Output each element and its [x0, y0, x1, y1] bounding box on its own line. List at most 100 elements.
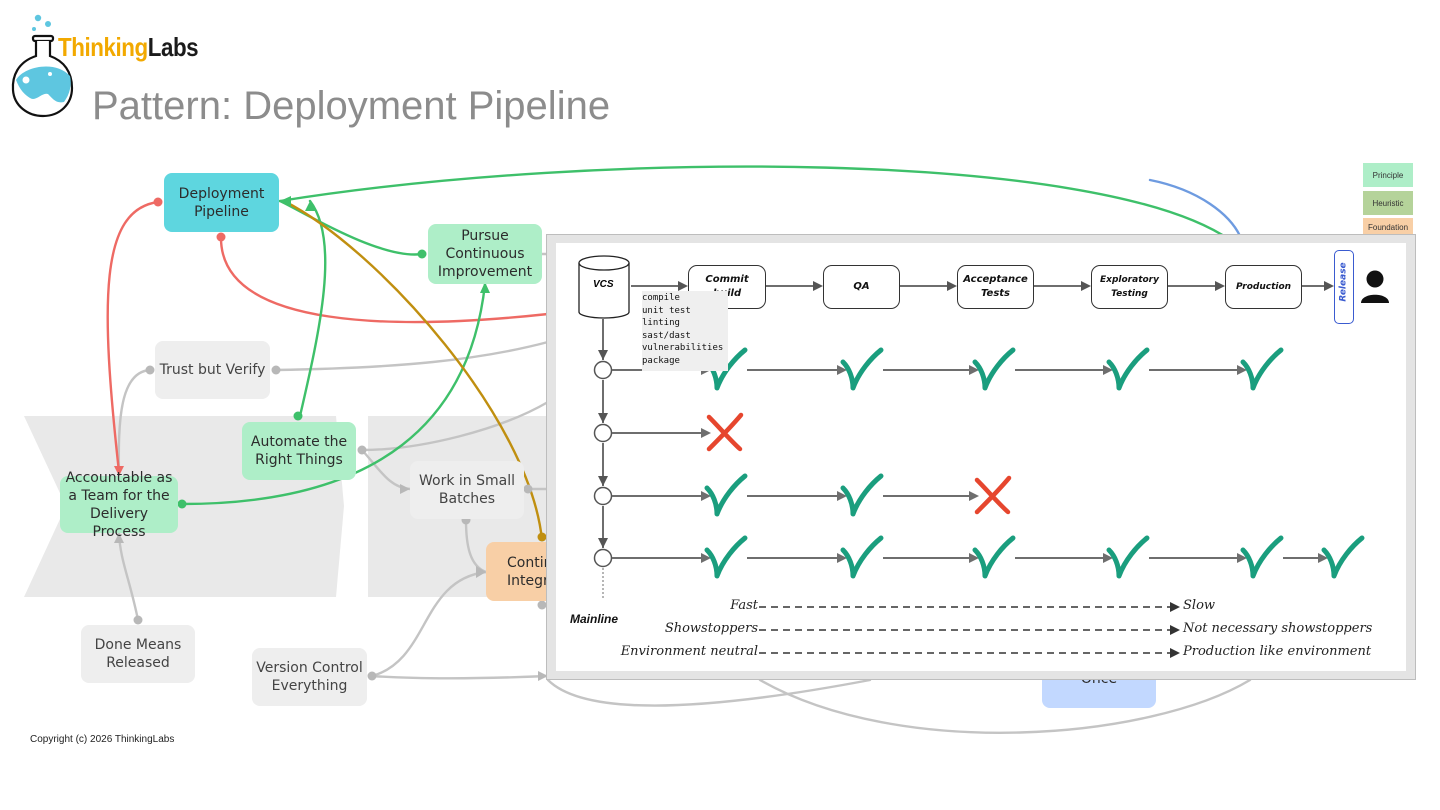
pass-check-icon	[704, 535, 748, 579]
brand-name-part2: Labs	[147, 32, 199, 62]
vcs-cylinder-icon	[578, 255, 630, 319]
pass-check-icon	[1106, 347, 1150, 391]
legend-label: Foundation	[1367, 223, 1409, 232]
node-trust-but-verify[interactable]: Trust but Verify	[155, 341, 270, 399]
pass-check-icon	[840, 473, 884, 517]
stage-label: Acceptance Tests	[963, 274, 1028, 299]
legend-principle: Principle	[1363, 163, 1413, 187]
stage-label: Production	[1235, 282, 1292, 292]
edge-gray	[274, 340, 550, 372]
commit-step: unit test	[642, 305, 691, 316]
node-automate-right-things[interactable]: Automate the Right Things	[242, 422, 356, 480]
legend-label: Heuristic	[1372, 198, 1404, 208]
node-label: Done Means Released	[94, 637, 182, 671]
stage-label: Exploratory Testing	[1100, 275, 1159, 299]
spectrum-right-label: Slow	[1183, 598, 1216, 613]
node-label: Trust but Verify	[159, 362, 266, 378]
spectrum-left-label: Fast	[730, 598, 758, 613]
run-arrowhead	[837, 365, 847, 375]
edge-green	[180, 282, 487, 506]
edge-red	[106, 200, 160, 474]
pass-check-icon	[704, 473, 748, 517]
edge-green	[278, 165, 1232, 242]
commit-step: linting	[642, 318, 680, 329]
run-arrowhead	[701, 491, 711, 501]
commit-steps-list: compile unit test linting sast/dast vuln…	[642, 291, 728, 371]
node-continuous-integration[interactable]: Contin Integr	[486, 542, 556, 601]
run-arrowhead	[969, 553, 979, 563]
commit-step: compile	[642, 293, 680, 303]
user-icon	[1361, 270, 1389, 303]
spectrum-left-label: Environment neutral	[620, 644, 758, 659]
edge-green	[298, 199, 327, 418]
edge-blue	[1148, 178, 1242, 238]
edge-green	[278, 199, 424, 256]
run-arrowhead	[1103, 553, 1113, 563]
node-label: Accountable as a Team for the Delivery P…	[65, 469, 173, 540]
node-work-small-batches[interactable]: Work in Small Batches	[410, 461, 524, 519]
run-arrowhead	[837, 553, 847, 563]
edge-red	[219, 236, 550, 324]
stage-production: Production	[1225, 265, 1302, 309]
node-label: Work in Small Batches	[419, 473, 515, 507]
node-pursue-continuous-improvement[interactable]: Pursue Continuous Improvement	[428, 224, 542, 284]
pass-check-icon	[972, 347, 1016, 391]
node-version-control-everything[interactable]: Version Control Everything	[252, 648, 367, 706]
node-label: Pursue Continuous Improvement	[437, 228, 533, 280]
run-arrowhead	[969, 365, 979, 375]
node-done-means-released[interactable]: Done Means Released	[81, 625, 195, 683]
fail-cross-icon	[974, 475, 1012, 515]
legend-label: Principle	[1372, 170, 1404, 180]
node-label: Version Control Everything	[256, 660, 363, 694]
spectrum-arrowhead	[1170, 648, 1180, 658]
node-label: Deployment Pipeline	[178, 185, 265, 220]
pass-check-icon	[1240, 347, 1284, 391]
mainline-label: Mainline	[570, 612, 619, 626]
pass-check-icon	[972, 535, 1016, 579]
node-accountable-team[interactable]: Accountable as a Team for the Delivery P…	[60, 470, 178, 540]
pass-check-icon	[1240, 535, 1284, 579]
node-deployment-pipeline[interactable]: Deployment Pipeline	[164, 173, 279, 232]
legend-foundation: Foundation	[1363, 218, 1413, 234]
commit-step: package	[642, 355, 680, 366]
logo-flask-icon	[11, 14, 74, 118]
run-arrowhead	[1318, 553, 1328, 563]
edge-gray	[117, 368, 152, 478]
edge-gray	[546, 678, 872, 707]
stage-label: QA	[853, 281, 870, 292]
spectrum-arrowhead	[1170, 602, 1180, 612]
release-label: Release	[1339, 262, 1349, 302]
legend-heuristic: Heuristic	[1363, 191, 1413, 215]
pass-check-icon	[840, 535, 884, 579]
spectrum-right-label: Not necessary showstoppers	[1183, 621, 1373, 636]
edge-gray	[758, 678, 1252, 734]
commit-step: sast/dast	[642, 330, 691, 341]
run-arrowhead	[969, 491, 979, 501]
edge-gray	[370, 674, 550, 680]
spectrum-right-label: Production like environment	[1183, 644, 1372, 659]
fail-cross-icon	[706, 412, 744, 452]
edge-gray	[360, 400, 550, 452]
brand-name-part1: Thinking	[58, 32, 148, 62]
commit-step: vulnerabilities	[642, 343, 724, 354]
pass-check-icon	[1106, 535, 1150, 579]
vcs-label: VCS	[593, 279, 614, 290]
run-arrowhead	[1237, 365, 1247, 375]
stage-release: Release	[1334, 250, 1354, 324]
pipeline-runs	[612, 347, 1365, 579]
run-arrowhead	[1103, 365, 1113, 375]
copyright-text: Copyright (c) 2026 ThinkingLabs	[30, 734, 175, 745]
stage-qa: QA	[823, 265, 900, 309]
page-title: Pattern: Deployment Pipeline	[92, 84, 611, 128]
node-label: Contin Integr	[507, 554, 553, 589]
pass-check-icon	[840, 347, 884, 391]
stage-exploratory-testing: Exploratory Testing	[1091, 265, 1168, 309]
edge-gray	[370, 570, 488, 678]
stage-acceptance-tests: Acceptance Tests	[957, 265, 1034, 309]
run-arrowhead	[701, 553, 711, 563]
pass-check-icon	[1321, 535, 1365, 579]
run-arrowhead	[837, 491, 847, 501]
run-arrowhead	[1237, 553, 1247, 563]
run-arrowhead	[701, 428, 711, 438]
